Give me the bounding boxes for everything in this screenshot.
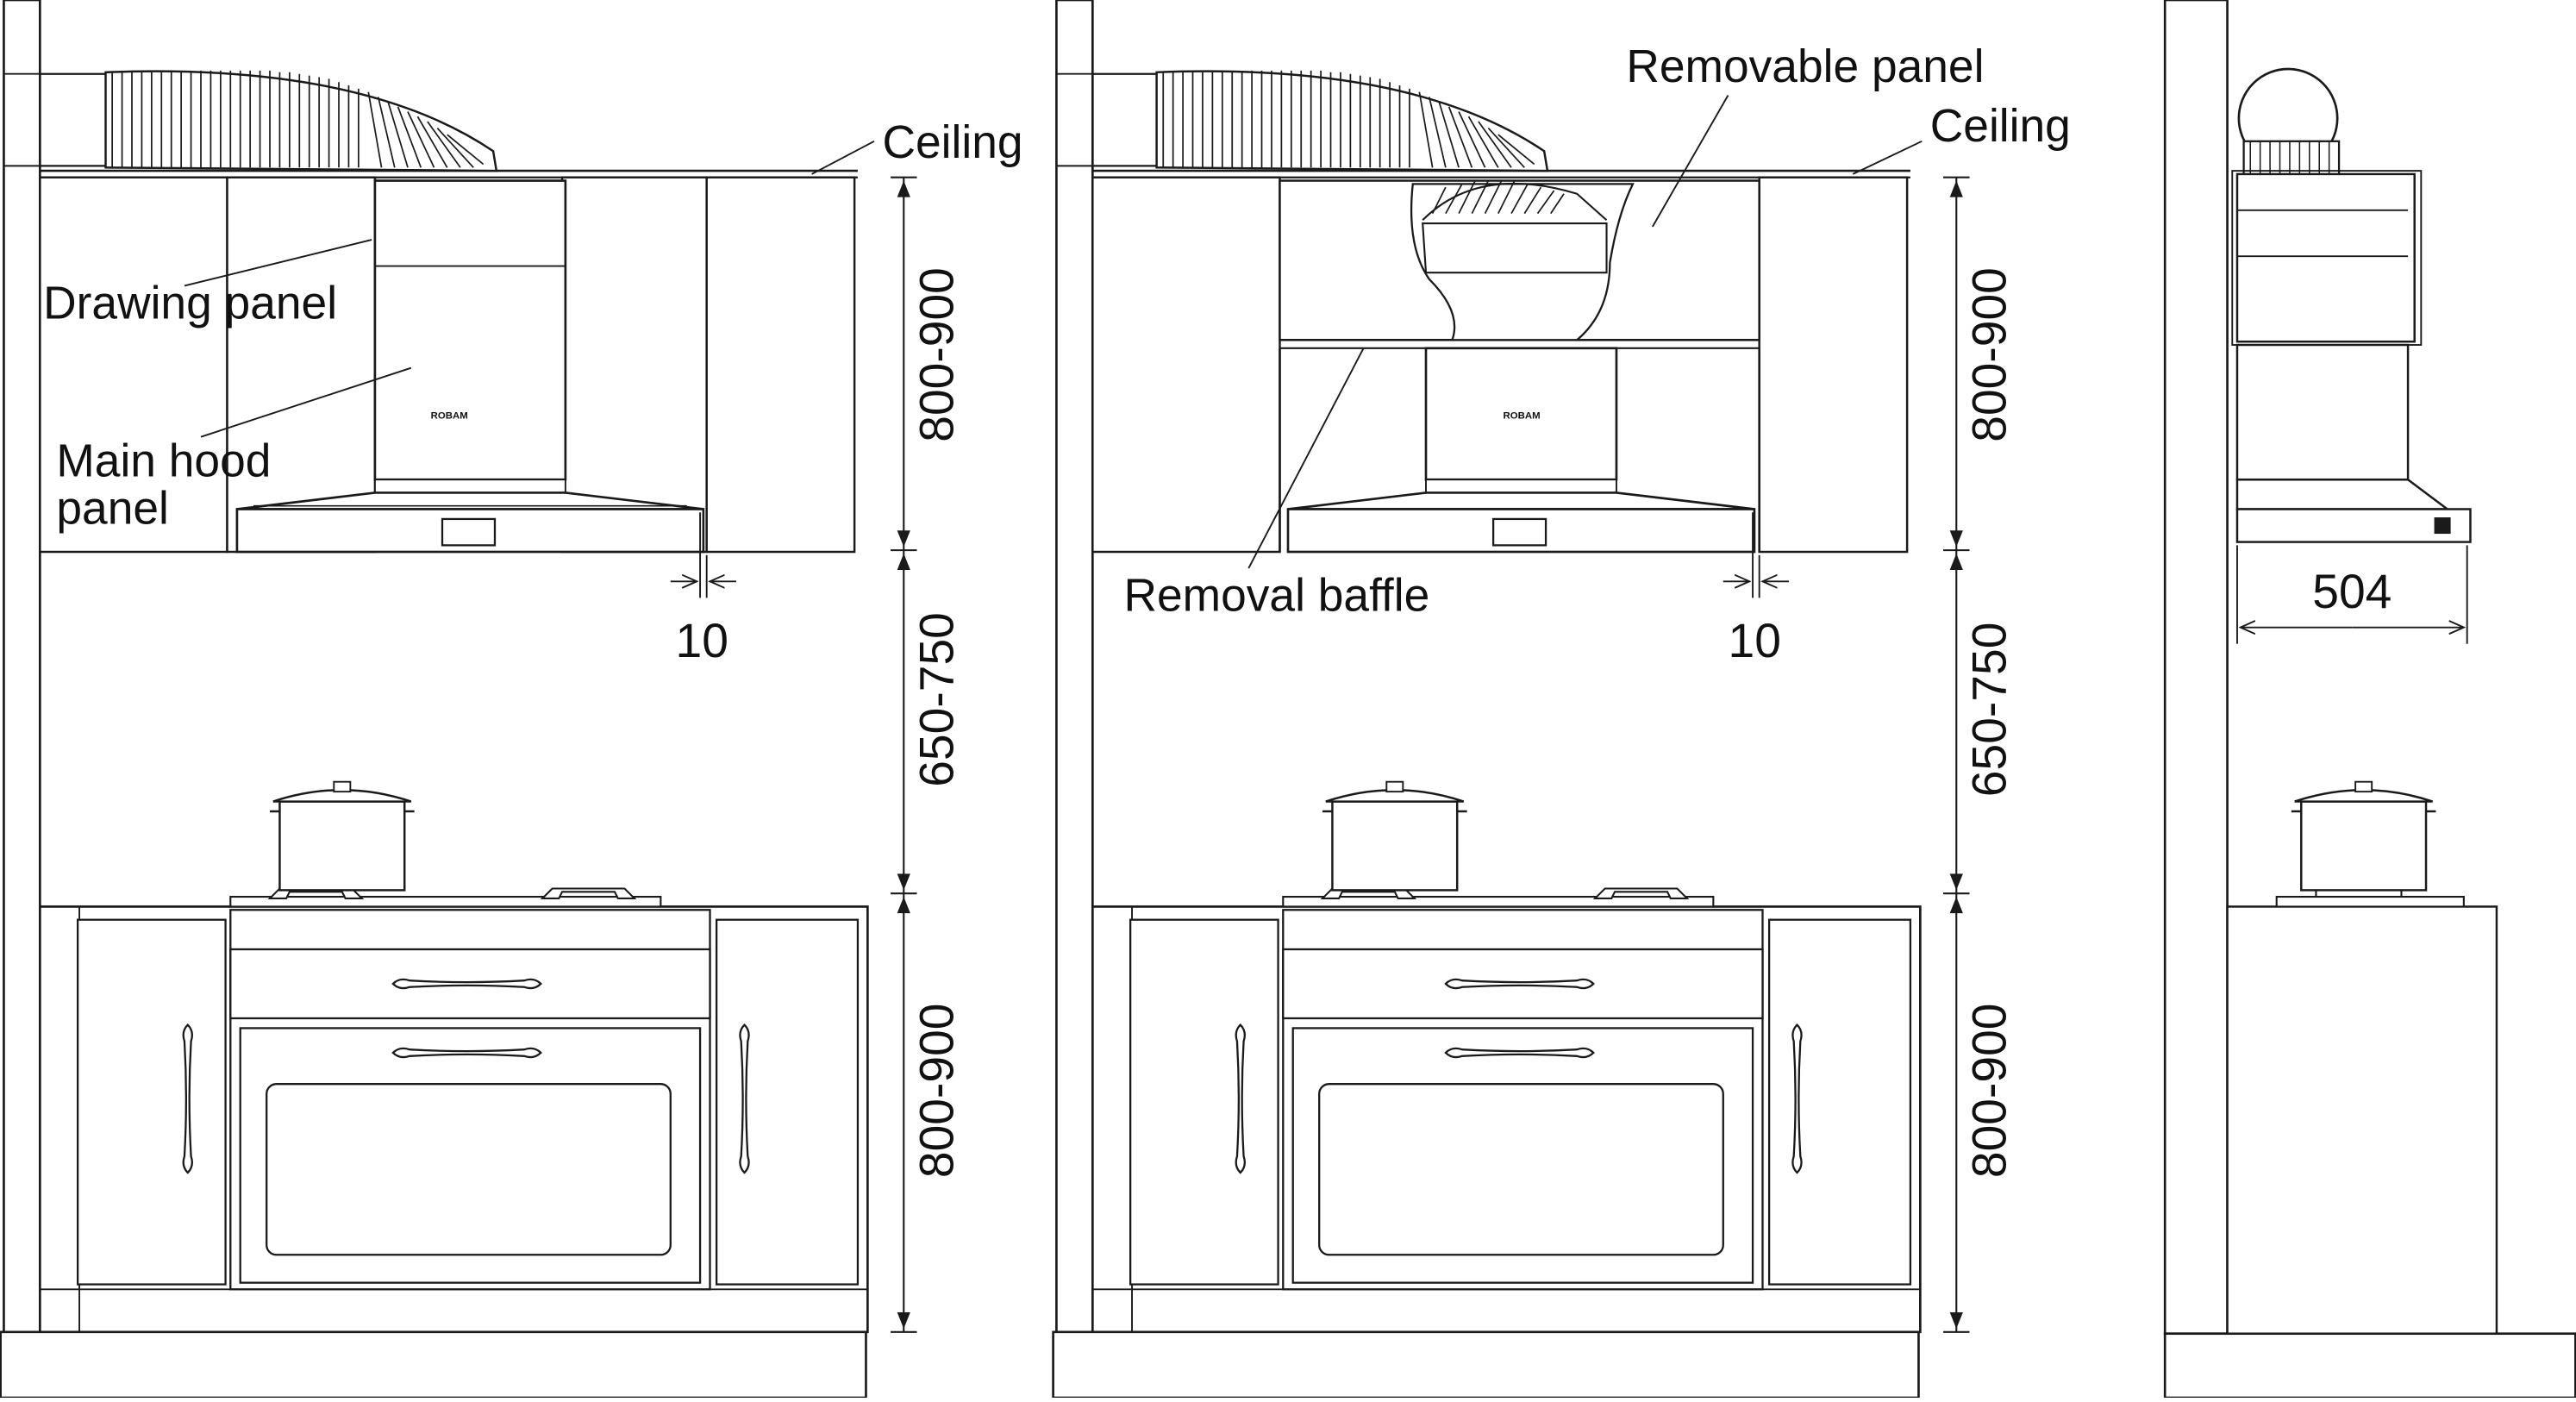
dim-side-gap: 10 (676, 614, 728, 667)
hood-depth-dimension (2236, 545, 2468, 644)
dim-side-gap-2: 10 (1728, 614, 1780, 667)
leader-removable-panel (1652, 95, 1729, 228)
base-cabinet-2 (1054, 782, 1921, 1398)
side-base (2226, 780, 2498, 1335)
dim-hood-to-cooktop-2: 650-750 (1962, 623, 2016, 798)
dim-base-cabinet: 800-900 (910, 1003, 963, 1178)
label-removal-baffle: Removal baffle (1124, 571, 1430, 622)
label-drawing-panel: Drawing panel (43, 279, 337, 329)
dim-upper-cabinet: 800-900 (910, 267, 963, 442)
range-hood-2 (1286, 347, 1756, 554)
leader-drawing-panel (184, 239, 372, 287)
leader-removal-baffle (1247, 347, 1365, 569)
dim-base-cabinet-2: 800-900 (1962, 1003, 2016, 1178)
dim-upper-cabinet-2: 800-900 (1962, 267, 2016, 442)
panel-side-view: 504 (2163, 0, 2576, 1399)
flexible-duct-2 (1092, 70, 1549, 172)
duct-cutaway (1410, 180, 1635, 341)
hood-side-profile (2231, 170, 2472, 543)
brand-logo-2: ROBAM (1504, 411, 1541, 422)
side-floor (2163, 1332, 2576, 1399)
label-ceiling: Ceiling (883, 117, 1023, 168)
side-wall (2163, 0, 2229, 1336)
brand-logo: ROBAM (431, 411, 468, 422)
leader-main-hood-panel (200, 366, 412, 438)
label-ceiling-2: Ceiling (1930, 101, 2071, 152)
duct-section (2237, 67, 2341, 178)
leader-ceiling-2 (1852, 140, 1923, 175)
label-main-hood-panel-line2: panel (56, 484, 168, 535)
panel-removable-install: ROBAM Removable panel Ceiling Removal ba… (1054, 0, 2071, 1399)
panel-standard-install: ROBAM Ceiling Drawing panel Main hood pa… (1, 0, 1023, 1399)
base-cabinet (1, 782, 868, 1398)
label-main-hood-panel: Main hood (56, 435, 271, 486)
flexible-duct (40, 70, 498, 172)
dim-hood-to-cooktop: 650-750 (910, 612, 963, 787)
leader-ceiling (811, 140, 875, 175)
gap-dimension-2 (1723, 512, 1789, 598)
upper-cabinets (39, 176, 856, 554)
label-removable-panel: Removable panel (1626, 41, 1984, 92)
gap-dimension (670, 512, 736, 598)
dim-hood-depth: 504 (2312, 565, 2392, 618)
